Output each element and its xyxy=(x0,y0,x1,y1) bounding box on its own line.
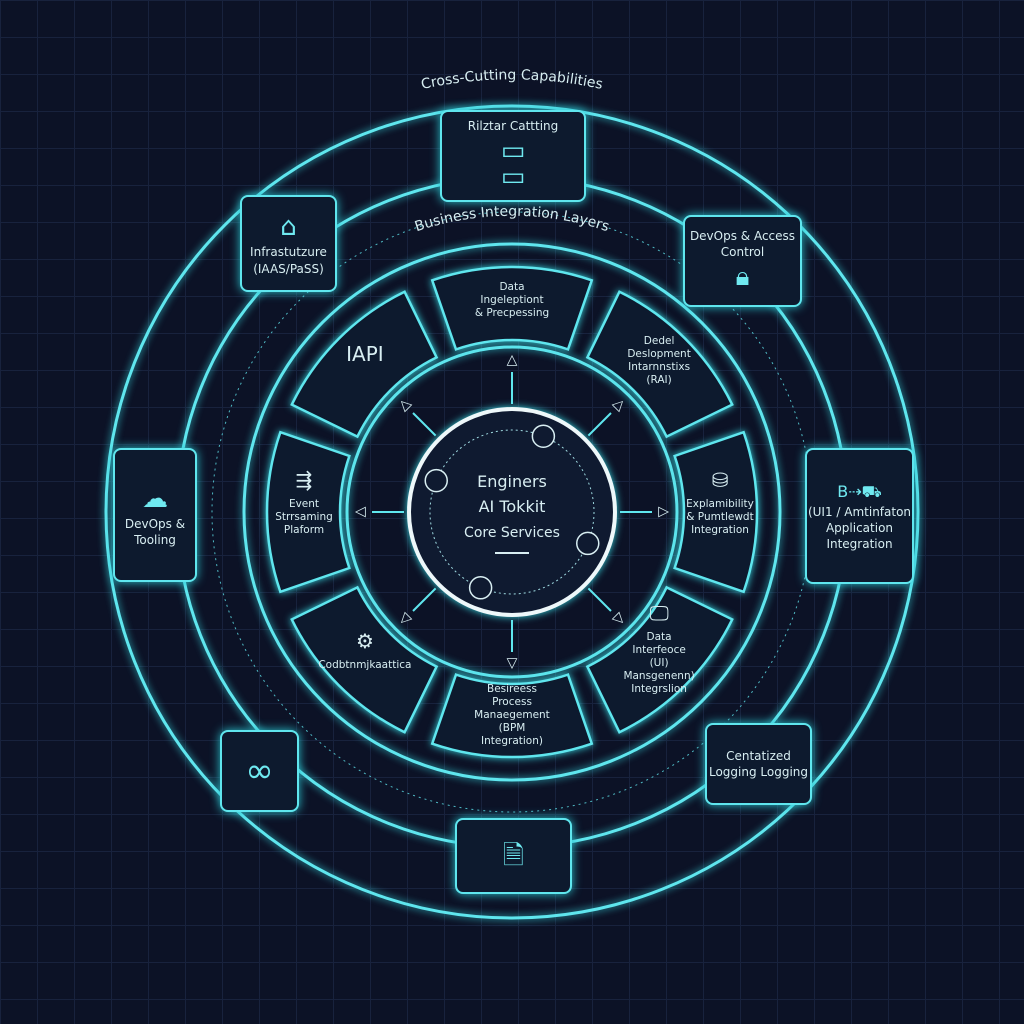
arrow-icon: △ xyxy=(507,352,518,368)
arrow-icon: △ xyxy=(352,506,368,517)
outer-ring xyxy=(104,104,920,920)
stream-icon: ⇶ xyxy=(296,468,313,492)
spoke-line xyxy=(587,587,612,612)
segment-label: Codbtnmjkaattica xyxy=(318,659,411,671)
core-subtitle: Core Services xyxy=(464,525,560,541)
box-label: Rilztar Cattting xyxy=(467,118,559,133)
arrow-icon: △ xyxy=(656,507,672,518)
service-node-icon xyxy=(468,576,493,600)
service-node-icon xyxy=(531,424,556,448)
arrow-icon: △ xyxy=(395,395,414,414)
spoke-line xyxy=(412,587,437,612)
box-centralized-logging[interactable]: Centatized Logging Logging xyxy=(705,723,812,805)
inner-ring xyxy=(345,345,679,679)
core-title-2: AI Tokkit xyxy=(479,497,546,516)
box-document[interactable]: 🗎︎ xyxy=(455,818,572,894)
box-infinity[interactable]: ∞ xyxy=(220,730,299,812)
segment-5[interactable] xyxy=(290,585,439,734)
api-icon: IAPI xyxy=(346,342,384,366)
truck-icon: B⇢⛟ xyxy=(837,481,882,501)
box-devops-tooling[interactable]: ☁ DevOps & Tooling xyxy=(113,448,197,582)
box-label: (UI1 / Amtinfaton Application Integratio… xyxy=(807,504,912,552)
infinity-icon: ∞ xyxy=(245,751,274,791)
segment-1[interactable] xyxy=(585,290,734,439)
gear-icon: ⚙ xyxy=(356,629,374,653)
box-devops-access-control[interactable]: DevOps & Access Control 🔒︎ xyxy=(683,215,802,307)
lock-icon: 🔒︎ xyxy=(735,262,750,293)
box-rilztar-cattting[interactable]: Rilztar Cattting ▭▭ xyxy=(440,110,586,202)
database-icon: ⛁ xyxy=(712,468,729,492)
segment-7[interactable] xyxy=(290,290,439,439)
arrow-icon: △ xyxy=(610,610,629,629)
box-label: Centatized Logging Logging xyxy=(708,748,809,779)
middle-ring-title: Business Integration Layers xyxy=(413,204,611,235)
box-label: DevOps & Tooling xyxy=(124,516,186,547)
segment-0[interactable] xyxy=(430,265,594,351)
monitor-icon: 🖵︎ xyxy=(649,601,668,625)
arrow-icon: △ xyxy=(395,610,414,629)
spoke-line xyxy=(412,412,437,437)
document-icon: 🗎︎ xyxy=(503,841,524,871)
segment-4[interactable] xyxy=(430,673,594,759)
arrow-icon: △ xyxy=(506,656,517,672)
box-label: Infrastutzure (IAAS/PaSS) xyxy=(250,245,327,276)
service-node-icon xyxy=(424,468,448,493)
cloud-icon: ☁ xyxy=(142,483,168,514)
core-title-1: Enginers xyxy=(477,472,547,491)
core-dotted-ring xyxy=(429,429,595,595)
core-circle xyxy=(407,407,617,617)
building-icon: ⌂ xyxy=(280,212,297,243)
box-label: DevOps & Access Control xyxy=(689,228,796,259)
box-application-integration[interactable]: B⇢⛟ (UI1 / Amtinfaton Application Integr… xyxy=(805,448,914,584)
server-rack-icon: ▭▭ xyxy=(500,136,526,193)
segment-3[interactable] xyxy=(585,585,734,734)
service-node-icon xyxy=(576,531,600,556)
outer-ring-title: Cross-Cutting Capabilities xyxy=(420,67,605,93)
business-ring xyxy=(242,242,782,782)
segment-6[interactable] xyxy=(265,430,351,594)
arrow-icon: △ xyxy=(610,395,629,414)
box-infrastructure[interactable]: ⌂ Infrastutzure (IAAS/PaSS) xyxy=(240,195,337,292)
spoke-line xyxy=(587,412,612,437)
segment-2[interactable] xyxy=(673,430,759,594)
